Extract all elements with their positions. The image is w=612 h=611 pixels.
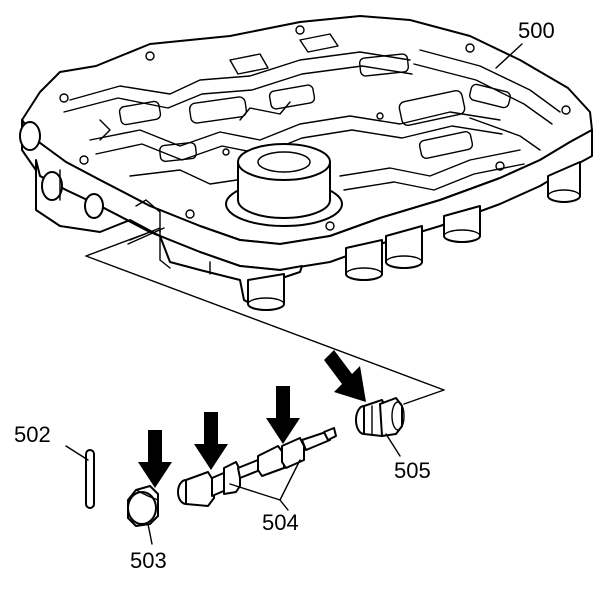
callout-505: 505 bbox=[394, 458, 431, 483]
pin-502 bbox=[85, 449, 95, 509]
leader-line-503 bbox=[147, 523, 153, 545]
exploded-view-guide-lines bbox=[85, 231, 445, 405]
installation-arrows bbox=[138, 350, 366, 488]
arrow-diagonal-icon bbox=[324, 350, 366, 402]
callout-502: 502 bbox=[14, 422, 51, 447]
arrow-down-icon bbox=[266, 386, 300, 444]
bore-plug-505 bbox=[355, 397, 405, 437]
mounting-boss-left-upper bbox=[19, 121, 41, 151]
callout-504: 504 bbox=[262, 510, 299, 535]
leader-line-500 bbox=[495, 43, 523, 69]
plug-503 bbox=[127, 485, 159, 527]
valve-body-channels bbox=[63, 33, 561, 191]
leader-bracket-504 bbox=[229, 459, 301, 511]
arrow-down-icon bbox=[138, 430, 172, 488]
mounting-boss-left-mid bbox=[84, 193, 104, 219]
leader-line-505 bbox=[385, 433, 401, 457]
leader-line-502 bbox=[65, 445, 89, 461]
valve-body-assembly bbox=[19, 15, 593, 311]
valve-body-lower-ports bbox=[247, 161, 581, 311]
valve-body-bolt-holes bbox=[59, 25, 571, 231]
callout-500: 500 bbox=[518, 18, 555, 43]
callout-503: 503 bbox=[130, 548, 167, 573]
accumulator-cylinder bbox=[225, 143, 343, 227]
mounting-boss-left-lower bbox=[41, 171, 63, 201]
valve-504 bbox=[177, 427, 337, 507]
arrow-down-icon bbox=[194, 412, 228, 470]
